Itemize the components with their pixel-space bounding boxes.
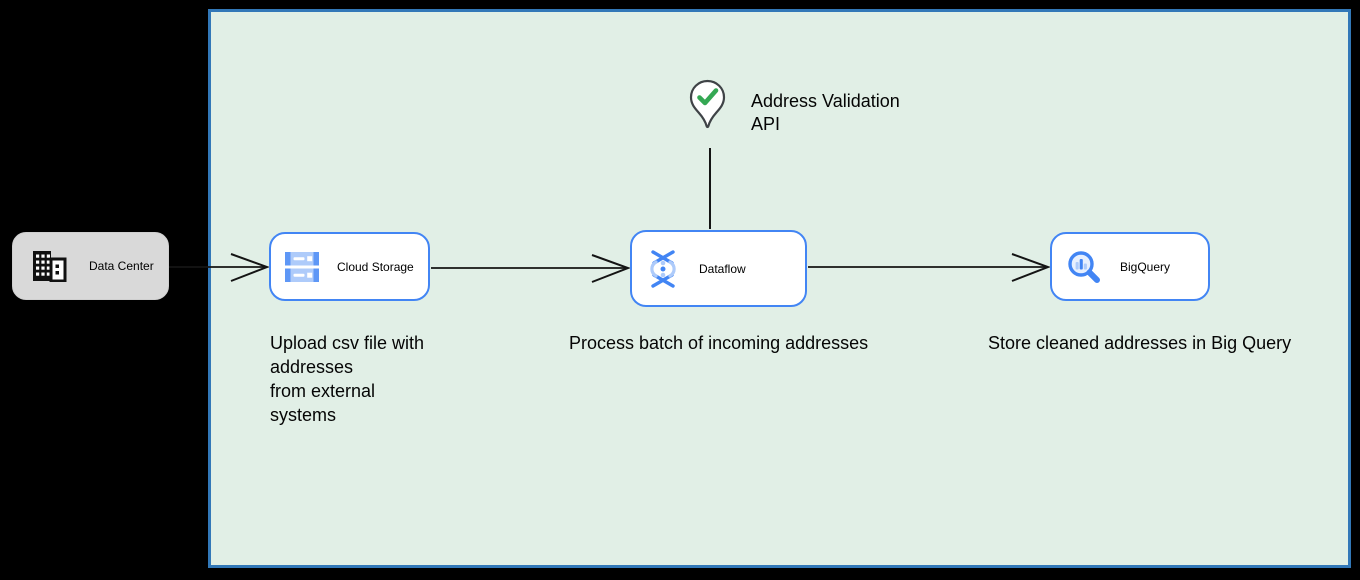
annotation-store-note: Store cleaned addresses in Big Query <box>988 333 1292 353</box>
annotation-line: from external <box>270 381 376 401</box>
address-validation-api-label-line1: Address Validation <box>751 91 900 111</box>
cloud-storage-icon <box>285 251 319 283</box>
annotation-line: systems <box>270 405 337 425</box>
address-validation-api-label-line2: API <box>751 114 781 134</box>
node-label: Data Center <box>89 259 154 273</box>
annotation-line: Upload csv file with <box>270 333 425 353</box>
connector-cloudstorage-to-dataflow[interactable] <box>431 254 631 283</box>
node-label: Dataflow <box>699 261 746 276</box>
connector-datacenter-to-cloudstorage[interactable] <box>168 253 270 282</box>
node-dataflow[interactable]: Dataflow <box>630 230 807 307</box>
node-label: Cloud Storage <box>337 259 414 274</box>
node-address-validation-api[interactable] <box>689 79 726 133</box>
dataflow-icon <box>645 248 681 290</box>
node-bigquery[interactable]: BigQuery <box>1050 232 1210 301</box>
node-cloud-storage[interactable]: Cloud Storage <box>269 232 430 301</box>
address-validation-api-label: Address Validation API <box>751 90 900 136</box>
building-icon <box>31 250 67 282</box>
annotation-upload-note: Upload csv file with addresses from exte… <box>270 331 424 427</box>
map-pin-check-icon <box>689 79 726 133</box>
node-label: BigQuery <box>1120 259 1171 274</box>
annotation-process-note: Process batch of incoming addresses <box>569 333 869 353</box>
annotation-line: addresses <box>270 357 354 377</box>
node-data-center[interactable]: Data Center <box>12 232 169 300</box>
bigquery-icon <box>1066 249 1102 285</box>
connector-dataflow-to-bigquery[interactable] <box>808 253 1051 282</box>
